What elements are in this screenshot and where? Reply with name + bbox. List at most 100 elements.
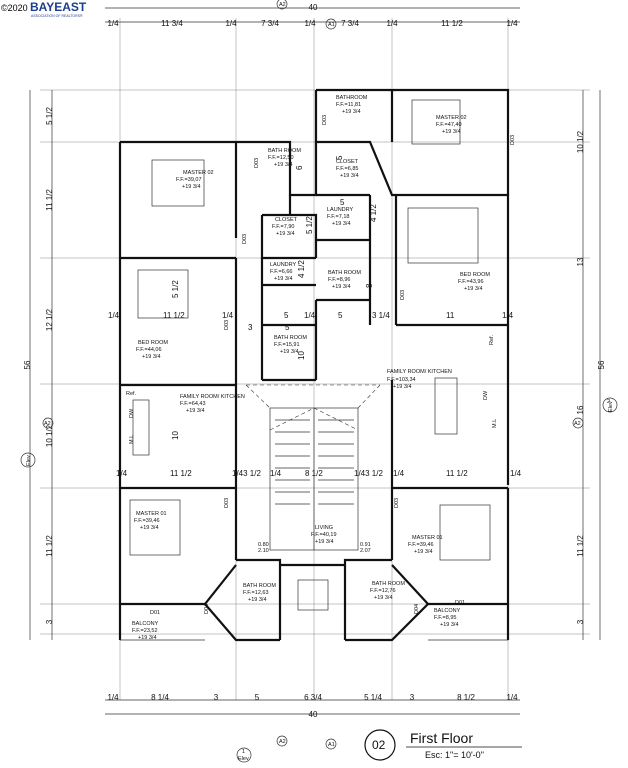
- room-elev: +19 3/4: [342, 109, 361, 115]
- mid-dim: 1/43 1/2: [232, 469, 261, 478]
- room-master01-right: MASTER 01 F.F.=39,46 +19 3/4: [408, 535, 443, 555]
- room-elev: +19 3/4: [332, 221, 351, 227]
- mid-dim: 1/4: [304, 311, 316, 320]
- door-tag: D04: [204, 604, 210, 614]
- bottom-dim: 8 1/4: [151, 693, 169, 702]
- bottom-total: 40: [309, 710, 318, 719]
- sheet-number: 02: [372, 738, 386, 752]
- kitchen-island: [434, 377, 458, 435]
- room-laundry-left: LAUNDRY F.F.=6,66 +19 3/4: [270, 262, 297, 282]
- entry-niche: [297, 579, 329, 611]
- section-marker-label: A2: [574, 421, 581, 427]
- door-dim: 0.80: [258, 542, 269, 548]
- top-dim: 1/4: [304, 19, 316, 28]
- room-elev: +19 3/4: [374, 595, 393, 601]
- section-marker-label: A1: [328, 22, 335, 28]
- top-total: 40: [309, 3, 318, 12]
- interior-dim: 8: [365, 283, 374, 288]
- door-tag: D01: [150, 610, 160, 616]
- room-name: LAUNDRY: [327, 207, 354, 213]
- room-ff: F.F.=64,43: [180, 401, 206, 407]
- room-balcony-left: BALCONY F.F.=23,52 +19 3/4: [132, 621, 159, 641]
- room-living: LIVING F.F.=40,19 +19 3/4: [311, 525, 337, 545]
- right-dim: 16: [576, 405, 585, 414]
- brand-logo: BAYEAST: [30, 0, 87, 14]
- room-name: BATH ROOM: [328, 270, 361, 276]
- mid-dim: 1/4: [270, 469, 282, 478]
- room-name: BATH ROOM: [243, 583, 276, 589]
- room-elev: +19 3/4: [182, 184, 201, 190]
- right-dim: 10 1/2: [576, 130, 585, 153]
- title-block: 02 First Floor Esc: 1"= 10'-0": [364, 729, 522, 761]
- section-marker-icon: [276, 735, 288, 747]
- mid-row-dimensions-upper: 1/4 11 1/2 1/4 3 5 1/4 5 3 1/4 11 1/4: [108, 311, 514, 332]
- room-name: FAMILY ROOM/ KITCHEN: [387, 369, 452, 375]
- section-marker-label: A2: [44, 421, 51, 427]
- interior-dim: 4 1/2: [369, 204, 378, 222]
- left-dim: 11 1/2: [45, 535, 54, 557]
- top-dimensions: 40 1/4 11 3/4 1/4 7 3/4 1/4 7 3/4 1/4 11…: [107, 3, 518, 28]
- room-closet-upper: CLOSET F.F.=6,85 +19 3/4: [336, 159, 359, 179]
- interior-dimensions: 5 5 5 1/2 4 1/2 4 1/2 5 10 10 8 5 1/2 6: [171, 155, 378, 440]
- bottom-dim: 5 1/4: [364, 693, 382, 702]
- room-name: BED ROOM: [138, 340, 168, 346]
- room-elev: +19 3/4: [464, 286, 483, 292]
- room-name: CLOSET: [275, 217, 298, 223]
- room-name: BATH ROOM: [372, 581, 405, 587]
- section-marker-icon: [276, 0, 288, 10]
- room-master02-right: MASTER 02 F.F.=47,40 +19 3/4: [436, 115, 467, 135]
- right-dim: 13: [576, 257, 585, 266]
- room-bathroom-mid-right: BATH ROOM F.F.=8,96 +19 3/4: [328, 270, 361, 290]
- room-name: MASTER 01: [136, 511, 167, 517]
- brand-tagline: ASSOCIATION OF REALTORS®: [31, 14, 83, 18]
- bottom-dim: 1/4: [107, 693, 119, 702]
- room-master02-left: MASTER 02 F.F.=39,07 +19 3/4: [176, 170, 214, 190]
- section-markers: A2 A1 A2 A2 A2 A1 1 Elev Elev 2 Elev: [20, 0, 618, 763]
- room-ff: F.F.=39,46: [134, 518, 160, 524]
- top-dim: 7 3/4: [261, 19, 279, 28]
- section-marker-icon: [42, 417, 54, 429]
- room-ff: F.F.=11,81: [336, 102, 361, 108]
- room-ff: F.F.=40,19: [311, 532, 337, 538]
- dw-tag: DW: [129, 408, 135, 418]
- room-name: BATH ROOM: [274, 335, 307, 341]
- room-balcony-right: BALCONY F.F.=8,95 +19 3/4: [434, 608, 461, 628]
- walls: [118, 88, 510, 642]
- room-bathroom-lower-right: BATH ROOM F.F.=12,76 +19 3/4: [370, 581, 405, 601]
- room-elev: +19 3/4: [274, 276, 293, 282]
- door-dim: 2.10: [258, 548, 269, 554]
- room-laundry-right: LAUNDRY F.F.=7,18 +19 3/4: [327, 207, 354, 227]
- mid-dim: 1/4: [108, 311, 120, 320]
- room-name: LAUNDRY: [270, 262, 297, 268]
- section-marker-label: A1: [328, 742, 335, 748]
- room-name: FAMILY ROOM/ KITCHEN: [180, 394, 245, 400]
- door-tag: D03: [510, 135, 516, 145]
- door-tag: D03: [394, 498, 400, 508]
- ref-tag: Ref.: [489, 334, 495, 345]
- interior-dim: 10: [297, 351, 306, 360]
- room-elev: +19 3/4: [274, 162, 293, 168]
- mid-dim: 5: [338, 311, 343, 320]
- staircase: [245, 384, 381, 551]
- room-ff: F.F.=39,07: [176, 177, 202, 183]
- appliance-tags: Ref. Ref. DW DW M.L M.L: [126, 334, 498, 444]
- elevation-label: Elev: [26, 455, 32, 466]
- top-dim: 1/4: [386, 19, 398, 28]
- room-elev: +19 3/4: [248, 597, 267, 603]
- section-marker-label: A2: [279, 2, 286, 8]
- interior-dim: 5 1/2: [305, 216, 314, 234]
- mid-dim: 1/4: [502, 311, 514, 320]
- room-ff: F.F.=7,18: [327, 214, 349, 220]
- room-name: CLOSET: [336, 159, 359, 165]
- right-total: 56: [597, 360, 606, 369]
- elevation-marker-icon: [20, 452, 36, 468]
- room-family-kitchen-left: FAMILY ROOM/ KITCHEN F.F.=64,43 +19 3/4: [180, 394, 245, 414]
- right-dim: 11 1/2: [576, 535, 585, 557]
- room-name: MASTER 02: [436, 115, 467, 121]
- left-dim: 10 1/2: [45, 424, 54, 447]
- room-elev: +19 3/4: [142, 354, 161, 360]
- copyright-text: ©2020: [1, 3, 28, 13]
- room-bedroom-left: BED ROOM F.F.=44,06 +19 3/4: [136, 340, 168, 360]
- room-elev: +19 3/4: [140, 525, 159, 531]
